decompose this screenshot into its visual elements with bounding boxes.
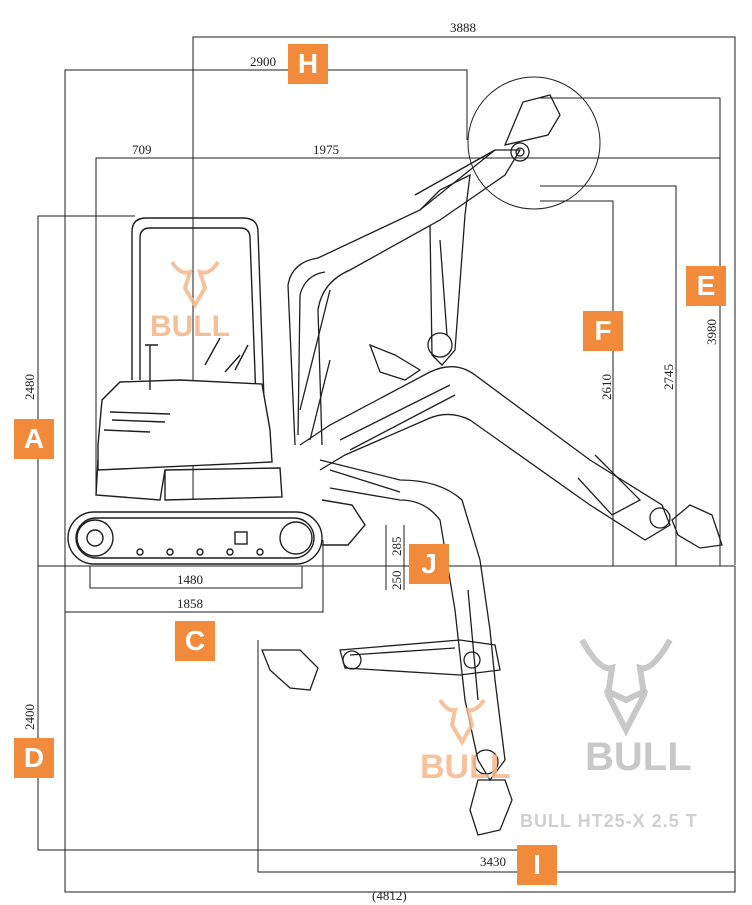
- dim-1975: 1975: [313, 142, 339, 157]
- dim-1480: 1480: [177, 572, 203, 587]
- dim-250: 250: [389, 571, 404, 591]
- bull-logo-watermark-large: [579, 638, 673, 737]
- arm-position-mid: [299, 366, 723, 549]
- arm-position-high: [287, 94, 561, 446]
- brand-watermark-text-center: BULL: [420, 748, 511, 786]
- badge-f: F: [583, 311, 623, 351]
- badge-a: A: [14, 419, 54, 459]
- badge-h: H: [288, 44, 328, 84]
- dim-2400: 2400: [22, 704, 37, 730]
- dim-4812: (4812): [372, 888, 407, 903]
- brand-watermark-text-top: BULL: [150, 310, 230, 343]
- badge-e: E: [686, 266, 726, 306]
- dim-3980: 3980: [704, 319, 719, 345]
- dimension-labels: 3888 2900 709 1975 2480 2610 2745 3980 1…: [22, 20, 719, 903]
- track-rollers: [136, 548, 264, 556]
- dim-2745: 2745: [661, 364, 676, 390]
- brand-watermark-text-right: BULL: [585, 735, 692, 779]
- bull-logo-watermark-center: [438, 698, 486, 746]
- badge-d: D: [14, 738, 54, 778]
- badge-i: I: [517, 845, 557, 885]
- dim-2480: 2480: [22, 374, 37, 400]
- dimension-lines: [37, 36, 736, 893]
- model-label: BULL HT25-X 2.5 T: [520, 811, 698, 831]
- arm-position-low: [261, 459, 513, 836]
- dim-2900: 2900: [250, 54, 276, 69]
- dim-3430: 3430: [480, 854, 506, 869]
- dim-1858: 1858: [177, 596, 203, 611]
- dim-3888: 3888: [450, 20, 476, 35]
- dim-709: 709: [132, 142, 152, 157]
- dim-285: 285: [389, 537, 404, 557]
- badge-c: C: [175, 621, 215, 661]
- bull-logo-watermark-small: [170, 260, 220, 309]
- dim-2610: 2610: [599, 374, 614, 400]
- excavator-body: [67, 217, 366, 565]
- badge-j: J: [409, 544, 449, 584]
